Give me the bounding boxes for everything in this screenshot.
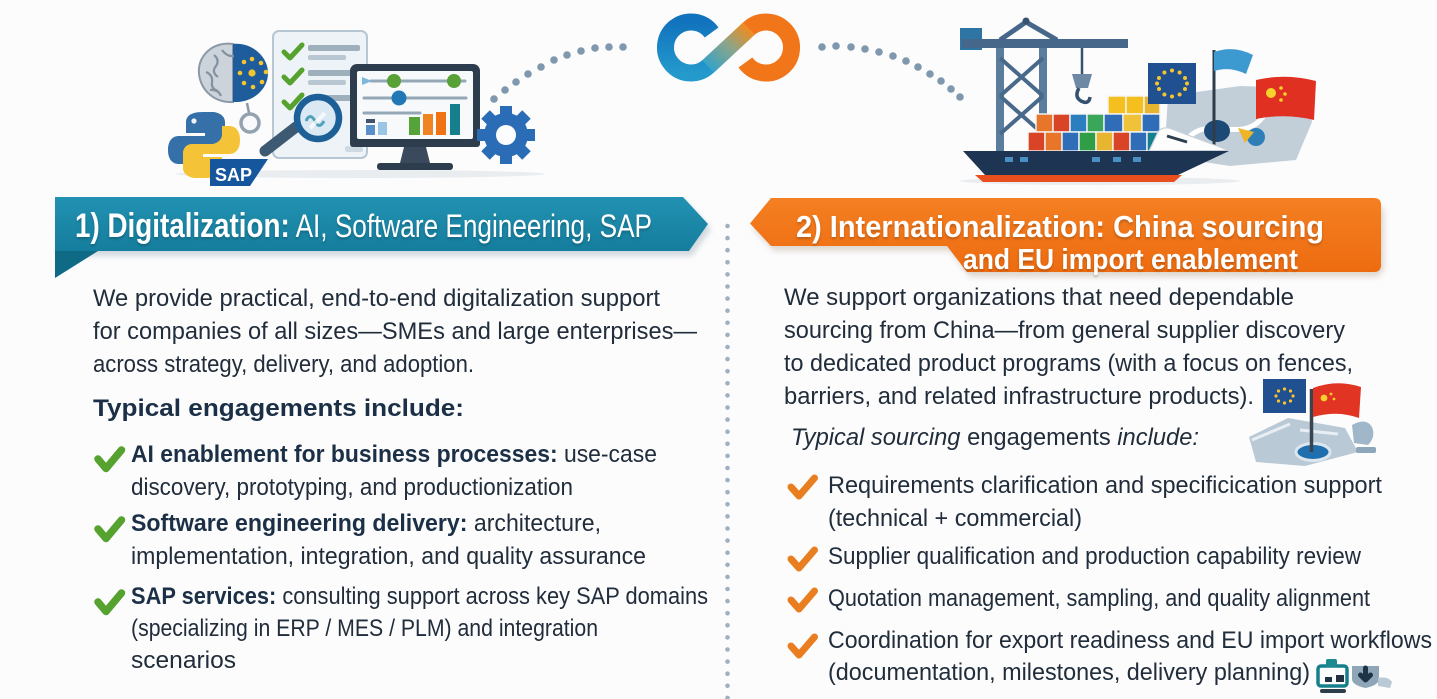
svg-text:SAP: SAP — [215, 165, 252, 185]
